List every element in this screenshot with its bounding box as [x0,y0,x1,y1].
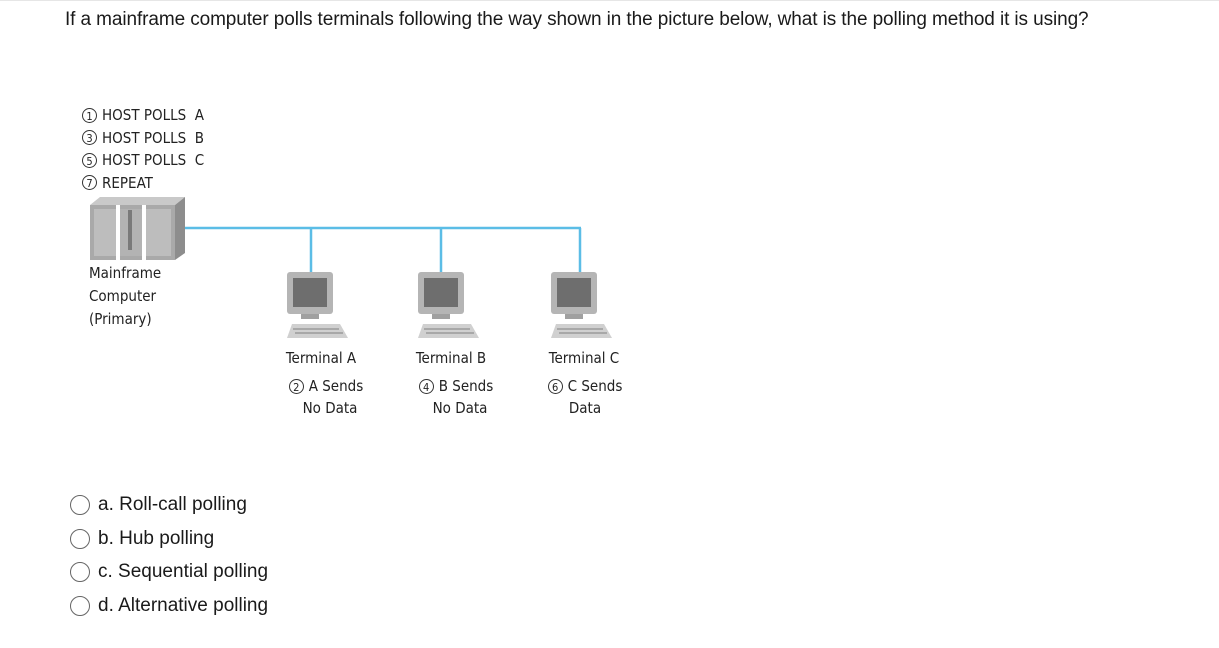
network-lines [180,226,582,272]
option-label[interactable]: b. Hub polling [98,527,215,549]
answer-options: a. Roll-call polling b. Hub polling c. S… [70,488,268,623]
terminal-b-label: Terminal B [415,349,487,367]
radio-button[interactable] [70,595,90,616]
step-number: 3 [82,130,97,146]
step-text: HOST POLLS B [102,128,205,147]
step-number: 1 [82,107,97,123]
step-item: 7 REPEAT [82,172,204,195]
radio-button[interactable] [70,528,90,549]
terminal-b-icon [418,272,479,338]
step-item: 1 HOST POLLS A [82,104,204,127]
step-number: 7 [82,175,97,191]
option-c[interactable]: c. Sequential polling [70,555,268,589]
mainframe-icon [90,197,185,260]
option-d[interactable]: d. Alternative polling [70,589,268,623]
terminal-c-status-line1: C Sends [567,377,623,395]
question-text: If a mainframe computer polls terminals … [65,9,1089,30]
terminal-b-status-line1: B Sends [438,377,494,395]
mainframe-label-line: (Primary) [89,310,152,328]
terminal-c-status-line2: Data [568,399,602,417]
option-label[interactable]: d. Alternative polling [98,594,269,616]
step-number: 6 [547,378,563,394]
option-b[interactable]: b. Hub polling [70,522,268,556]
terminal-a-icon [287,272,348,338]
step-text: HOST POLLS C [102,151,205,169]
terminal-a-label: Terminal A [285,349,357,367]
mainframe-label-line: Mainframe [89,264,162,282]
polling-steps: 1 HOST POLLS A 3 HOST POLLS B 5 HOST POL… [82,104,204,194]
step-number: 2 [288,378,304,394]
option-label[interactable]: a. Roll-call polling [98,493,247,515]
terminal-a-status-line1: A Sends [308,377,364,395]
terminal-b-status-line2: No Data [432,399,488,417]
mainframe-label: Mainframe Computer (Primary) [89,262,161,331]
step-number: 4 [418,378,434,394]
step-number: 5 [82,152,97,168]
mainframe-label-line: Computer [89,287,157,305]
option-label[interactable]: c. Sequential polling [98,561,269,583]
terminal-c-icon [551,272,612,338]
step-text: REPEAT [102,173,153,192]
top-divider [0,0,1219,1]
radio-button[interactable] [70,494,90,515]
step-item: 3 HOST POLLS B [82,127,204,150]
step-item: 5 HOST POLLS C [82,149,204,172]
step-text: HOST POLLS A [102,106,205,124]
radio-button[interactable] [70,562,90,583]
terminal-a-status-line2: No Data [302,399,358,417]
option-a[interactable]: a. Roll-call polling [70,488,268,522]
terminal-c-label: Terminal C [548,349,620,367]
